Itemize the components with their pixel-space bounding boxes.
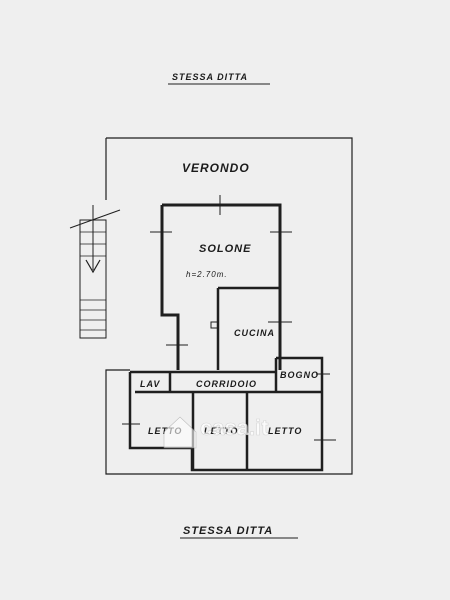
room-label-veranda: VERONDO bbox=[182, 161, 250, 175]
watermark: casa.it bbox=[163, 415, 269, 449]
ceiling-height-note: h=2.70m. bbox=[186, 270, 228, 279]
salone-walls bbox=[160, 203, 282, 370]
cucina-fixture bbox=[210, 321, 219, 329]
watermark-text: casa.it bbox=[200, 415, 269, 440]
property-boundary bbox=[105, 137, 353, 475]
bottom-label: STESSA DITTA bbox=[183, 525, 273, 537]
room-label-salone: SOLONE bbox=[199, 243, 251, 255]
bagno-walls bbox=[246, 356, 324, 472]
room-label-letto-right: LETTO bbox=[268, 426, 302, 436]
room-label-letto-middle: LETTO bbox=[204, 426, 238, 436]
room-label-bagno: BOGNO bbox=[280, 370, 319, 380]
staircase bbox=[69, 205, 121, 339]
room-label-cucina: CUCINA bbox=[234, 328, 275, 338]
cucina-walls bbox=[216, 286, 280, 370]
room-label-corridoio: CORRIDOIO bbox=[196, 379, 257, 389]
top-label: STESSA DITTA bbox=[172, 72, 248, 82]
watermark-house-icon bbox=[163, 416, 197, 449]
room-label-lav: LAV bbox=[140, 379, 160, 389]
